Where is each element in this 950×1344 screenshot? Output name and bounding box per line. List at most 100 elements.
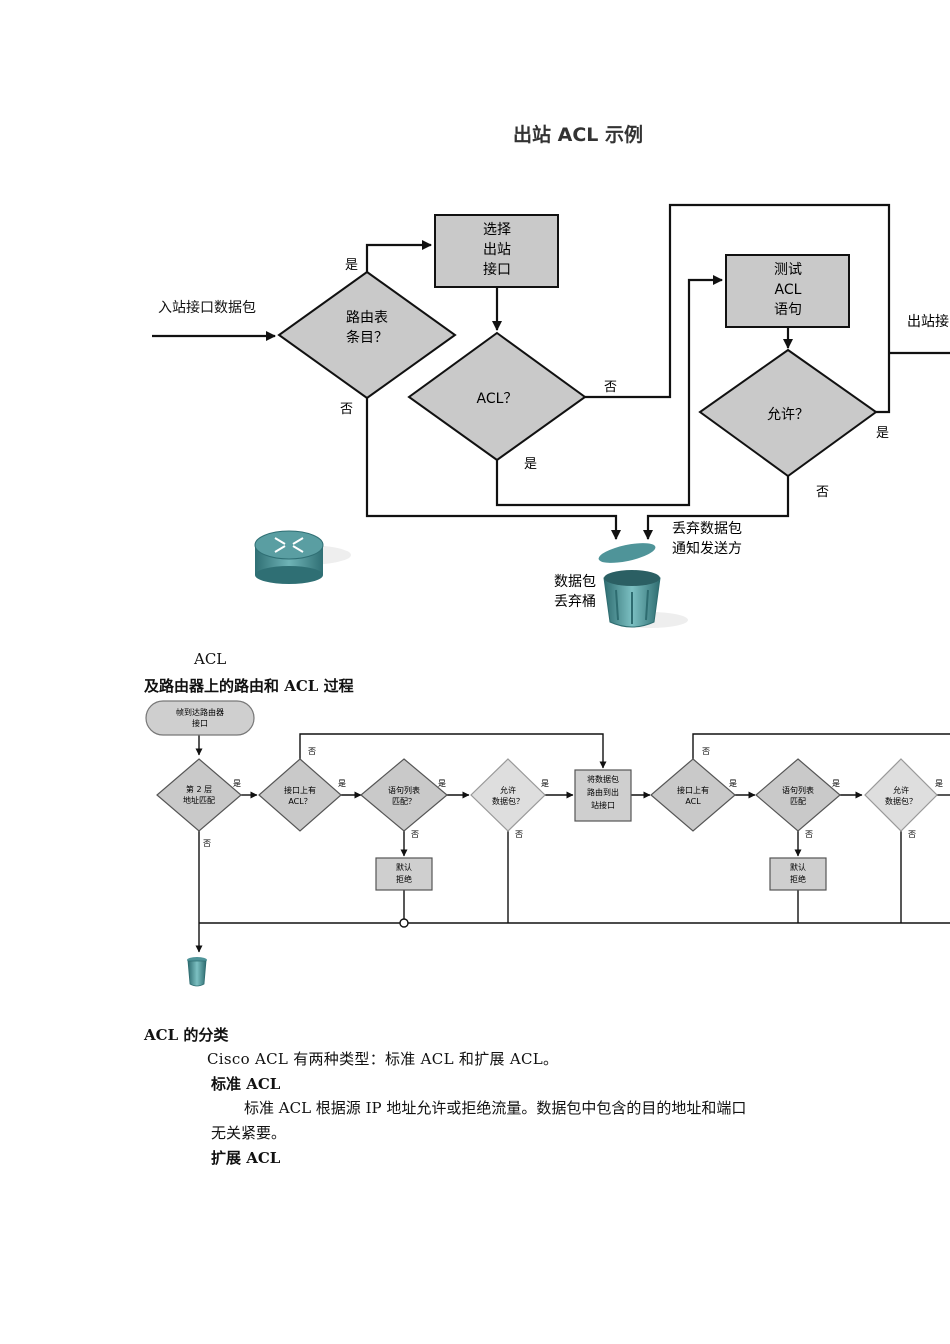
paragraph-acl-types: Cisco ACL 有两种类型：标准 ACL 和扩展 ACL。 — [207, 1050, 559, 1068]
layer2-match-line: 地址匹配 — [183, 796, 215, 805]
bit-bucket-line: 数据包 — [554, 574, 596, 590]
no-label: 否 — [308, 747, 316, 756]
test-acl-line: 语句 — [774, 302, 802, 318]
statement-match2-line: 语句列表 — [782, 786, 814, 795]
permit-decision-yes-label: 是 — [876, 426, 890, 441]
no-label: 否 — [908, 830, 916, 839]
inbound-acl-decision — [258, 758, 342, 832]
inbound-acl-text: 接口上有 ACL？ — [270, 785, 330, 807]
default-deny1-box — [375, 857, 433, 891]
permit-packet1-text: 允许 数据包？ — [478, 785, 538, 807]
statement-match2-decision — [755, 758, 841, 832]
routing-decision-line: 路由表 — [346, 310, 388, 326]
acl-decision-no-label: 否 — [604, 380, 618, 395]
default-deny1-line: 拒绝 — [396, 875, 412, 884]
outbound-acl-line: 接口上有 — [677, 786, 709, 795]
yes-label: 是 — [729, 779, 737, 788]
select-interface-text: 选择 出站 接口 — [457, 220, 537, 280]
frame-arrives-start — [145, 700, 255, 736]
route-packet-line: 将数据包 — [587, 775, 619, 784]
fig1-connectors — [152, 203, 950, 540]
yes-label: 是 — [438, 779, 446, 788]
statement-match1-line: 匹配？ — [392, 797, 416, 806]
standard-acl-heading: 标准 ACL — [211, 1075, 281, 1093]
section-heading: ACL 的分类 — [144, 1026, 229, 1044]
frame-arrives-line: 帧到达路由器 — [176, 708, 224, 717]
outbound-acl-text: 接口上有 ACL — [663, 785, 723, 807]
select-interface-line: 选择 — [483, 222, 511, 238]
permit-packet2-line: 数据包？ — [885, 797, 917, 806]
yes-label: 是 — [338, 779, 346, 788]
route-packet-text: 将数据包 路由到出 站接口 — [575, 773, 631, 812]
yes-label: 是 — [935, 779, 943, 788]
outbound-acl-line: ACL — [685, 797, 701, 806]
trash-bin-icon — [598, 543, 688, 628]
test-acl-text: 测试 ACL 语句 — [748, 260, 828, 320]
test-acl-line: 测试 — [774, 262, 802, 278]
permit-decision — [698, 348, 878, 478]
routing-acl-process-flowchart — [145, 700, 950, 987]
no-label: 否 — [702, 747, 710, 756]
drop-notify-line: 通知发送方 — [672, 541, 742, 557]
default-deny2-box — [769, 857, 827, 891]
default-deny2-line: 默认 — [790, 863, 806, 872]
drop-notify-line: 丢弃数据包 — [672, 521, 742, 537]
no-label: 否 — [411, 830, 419, 839]
router-icon — [254, 530, 351, 584]
no-label: 否 — [805, 830, 813, 839]
frame-arrives-text: 帧到达路由器 接口 — [146, 707, 254, 729]
no-label: 否 — [515, 830, 523, 839]
extended-acl-heading: 扩展 ACL — [211, 1149, 281, 1167]
route-packet-line: 站接口 — [591, 801, 615, 810]
outbound-acl-flowchart — [152, 203, 950, 628]
permit-packet2-line: 允许 — [893, 786, 909, 795]
outbound-acl-decision — [650, 758, 736, 832]
statement-match1-line: 语句列表 — [388, 786, 420, 795]
default-deny1-line: 默认 — [396, 863, 412, 872]
permit-decision-no-label: 否 — [816, 485, 830, 500]
default-deny1-text: 默认 拒绝 — [376, 862, 432, 886]
standard-acl-paragraph: 标准 ACL 根据源 IP 地址允许或拒绝流量。数据包中包含的目的地址和端口 — [244, 1099, 747, 1117]
layer2-match-decision — [156, 758, 242, 832]
small-trash-bin-icon — [187, 957, 207, 987]
permit-packet1-decision — [470, 758, 546, 832]
inbound-packet-label: 入站接口数据包 — [158, 300, 256, 316]
statement-match2-line: 匹配 — [790, 797, 806, 806]
drop-notify-label: 丢弃数据包 通知发送方 — [672, 519, 742, 559]
bit-bucket-label: 数据包 丢弃桶 — [554, 572, 596, 612]
select-outbound-interface-box — [434, 214, 559, 288]
route-packet-box — [574, 769, 632, 822]
select-interface-line: 接口 — [483, 262, 511, 278]
permit-packet2-decision — [864, 758, 938, 832]
yes-label: 是 — [233, 779, 241, 788]
statement-match1-decision — [360, 758, 448, 832]
permit-packet1-line: 数据包？ — [492, 797, 524, 806]
routing-decision-yes-label: 是 — [345, 258, 359, 273]
default-deny2-text: 默认 拒绝 — [770, 862, 826, 886]
select-interface-line: 出站 — [483, 242, 511, 258]
no-label: 否 — [203, 839, 211, 848]
permit-packet1-line: 允许 — [500, 786, 516, 795]
route-packet-line: 路由到出 — [587, 788, 619, 797]
junction-dot — [399, 918, 409, 928]
permit-decision-text: 允许？ — [767, 407, 809, 423]
layer2-match-text: 第 2 层 地址匹配 — [169, 784, 229, 806]
inbound-acl-line: ACL？ — [288, 797, 312, 806]
figure2-caption: 及路由器上的路由和 ACL 过程 — [144, 677, 354, 695]
outbound-interface-label: 出站接 — [907, 314, 949, 330]
statement-match2-text: 语句列表 匹配 — [768, 785, 828, 807]
statement-match1-text: 语句列表 匹配？ — [374, 785, 434, 807]
standard-acl-paragraph-cont: 无关紧要。 — [211, 1124, 287, 1142]
frame-arrives-line: 接口 — [192, 719, 208, 728]
figure2-caption-acl: ACL — [194, 650, 227, 668]
default-deny2-line: 拒绝 — [790, 875, 806, 884]
acl-decision-yes-label: 是 — [524, 457, 538, 472]
routing-decision-no-label: 否 — [340, 402, 354, 417]
fig2-connectors — [195, 733, 950, 953]
yes-label: 是 — [832, 779, 840, 788]
routing-decision-text: 路由表 条目？ — [327, 308, 407, 348]
layer2-match-line: 第 2 层 — [185, 785, 213, 794]
figure1-title: 出站 ACL 示例 — [513, 124, 643, 146]
acl-decision-text: ACL？ — [476, 391, 518, 407]
permit-packet2-text: 允许 数据包？ — [871, 785, 931, 807]
